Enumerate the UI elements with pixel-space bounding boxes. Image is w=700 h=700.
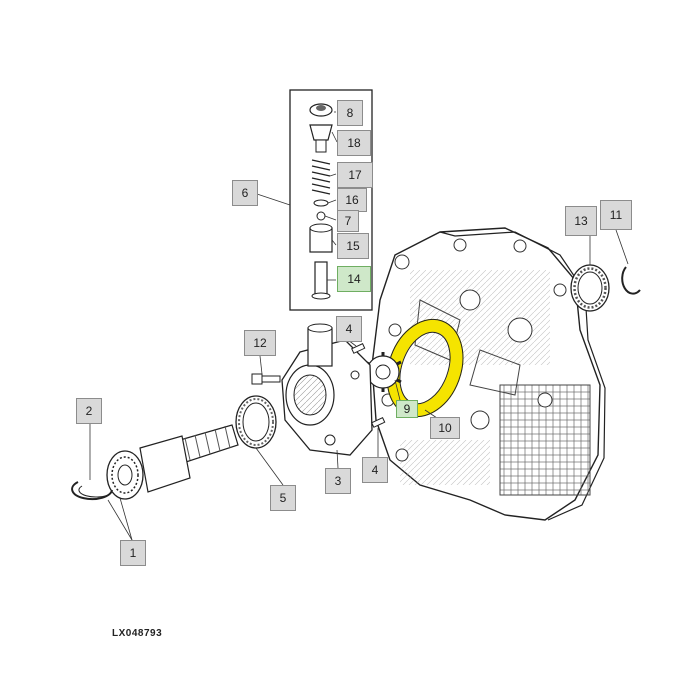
- inner-gear: [364, 352, 402, 392]
- valve-assembly-box: [289, 89, 373, 311]
- callout-1: 1: [120, 540, 146, 566]
- dowel-pins: [351, 342, 386, 428]
- callout-14: 14: [337, 266, 371, 292]
- shaft-gear: [106, 424, 239, 500]
- callout-18: 18: [337, 130, 371, 156]
- transmission-housing: [371, 227, 606, 521]
- pump-housing: [281, 323, 373, 456]
- callout-17: 17: [337, 162, 373, 188]
- callout-9: 9: [396, 400, 418, 418]
- callout-11: 11: [600, 200, 632, 230]
- callout-8: 8: [337, 100, 363, 126]
- callout-10: 10: [430, 417, 460, 439]
- bearing-snap-ring: [621, 266, 641, 295]
- callout-3: 3: [325, 468, 351, 494]
- callout-16: 16: [337, 188, 367, 212]
- callout-12: 12: [244, 330, 276, 356]
- callout-5: 5: [270, 485, 296, 511]
- callout-6: 6: [232, 180, 258, 206]
- callout-7: 7: [337, 210, 359, 232]
- callout-4-bottom: 4: [362, 457, 388, 483]
- callout-2: 2: [76, 398, 102, 424]
- bearing-ring: [235, 395, 277, 449]
- callout-4-top: 4: [336, 316, 362, 342]
- callout-13: 13: [565, 206, 597, 236]
- drawing-code: LX048793: [112, 628, 163, 639]
- snap-ring: [71, 481, 113, 501]
- roller-bearing: [570, 264, 610, 312]
- callout-15: 15: [337, 233, 369, 259]
- bolt: [251, 373, 281, 385]
